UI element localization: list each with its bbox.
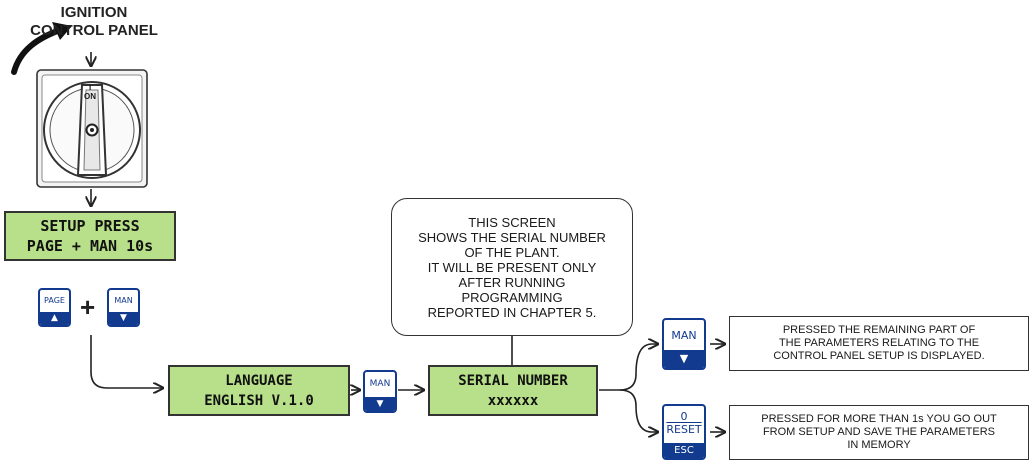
switch-on-label: ON (84, 92, 96, 101)
reset-result-line: IN MEMORY (847, 439, 911, 451)
panel-title: IGNITION CONTROL PANEL (20, 4, 168, 40)
serial-note-line: SHOWS THE SERIAL NUMBER (418, 229, 606, 245)
lcd-serial-display: SERIAL NUMBER xxxxxx (428, 365, 598, 416)
arrow-up-icon: ▲ (40, 312, 69, 325)
page-button[interactable]: PAGE ▲ (38, 288, 71, 327)
curved-arrow-icon (11, 27, 63, 75)
page-button-label: PAGE (44, 296, 65, 305)
reset-button-label: RESET (666, 423, 702, 436)
serial-note-line: IT WILL BE PRESENT ONLY (427, 259, 597, 275)
serial-note-line: AFTER RUNNING (458, 274, 566, 290)
arrow-down-icon: ▼ (109, 312, 138, 325)
serial-note-line: PROGRAMMING (461, 289, 563, 305)
man-button-label: MAN (114, 296, 133, 305)
panel-title-line2: CONTROL PANEL (30, 22, 158, 39)
reset-button-zero: 0 (680, 410, 688, 423)
serial-note-callout: THIS SCREEN SHOWS THE SERIAL NUMBER OF T… (391, 198, 633, 336)
lcd-setup-line2: PAGE + MAN 10s (26, 237, 154, 255)
man-result-box: PRESSED THE REMAINING PART OF THE PARAME… (729, 316, 1029, 371)
lcd-language-line1: LANGUAGE (225, 372, 293, 389)
curved-arrow-head (52, 22, 72, 40)
man-button-label: MAN (671, 329, 697, 342)
man-result-line: CONTROL PANEL SETUP IS DISPLAYED. (773, 350, 985, 362)
man-button-label: MAN (369, 379, 391, 389)
reset-esc-button[interactable]: 0 RESET ESC (662, 404, 706, 460)
man-result-line: PRESSED THE REMAINING PART OF (782, 324, 976, 336)
arrow-down-icon: ▼ (365, 397, 395, 411)
switch-pointer-label: I (89, 83, 92, 92)
serial-note-line: THIS SCREEN (468, 214, 556, 230)
connector-to-language (90, 335, 163, 388)
lcd-serial-line2: xxxxxx (487, 392, 539, 409)
reset-result-line: FROM SETUP AND SAVE THE PARAMETERS (762, 426, 996, 438)
branch-to-man (599, 344, 658, 391)
man-result-line: THE PARAMETERS RELATING TO THE (778, 337, 980, 349)
plus-sign: + (80, 292, 96, 322)
ignition-switch (36, 69, 148, 188)
reset-result-line: PRESSED FOR MORE THAN 1s YOU GO OUT (761, 413, 997, 425)
arrow-down-icon: ▼ (664, 350, 704, 368)
lcd-language-line2: ENGLISH V.1.0 (204, 392, 314, 409)
lcd-language-display: LANGUAGE ENGLISH V.1.0 (168, 365, 350, 416)
lcd-setup-line1: SETUP PRESS (40, 217, 140, 235)
man-button[interactable]: MAN ▼ (662, 318, 706, 370)
panel-title-line1: IGNITION (60, 4, 128, 21)
lcd-setup-display: SETUP PRESS PAGE + MAN 10s (4, 211, 176, 261)
lcd-serial-line1: SERIAL NUMBER (458, 372, 568, 389)
serial-note-line: REPORTED IN CHAPTER 5. (427, 304, 597, 320)
man-button[interactable]: MAN ▼ (107, 288, 140, 327)
serial-note-line: OF THE PLANT. (464, 244, 560, 260)
man-button[interactable]: MAN ▼ (363, 370, 397, 413)
reset-result-box: PRESSED FOR MORE THAN 1s YOU GO OUT FROM… (729, 405, 1029, 460)
esc-label: ESC (664, 443, 704, 458)
branch-to-reset (619, 389, 658, 432)
